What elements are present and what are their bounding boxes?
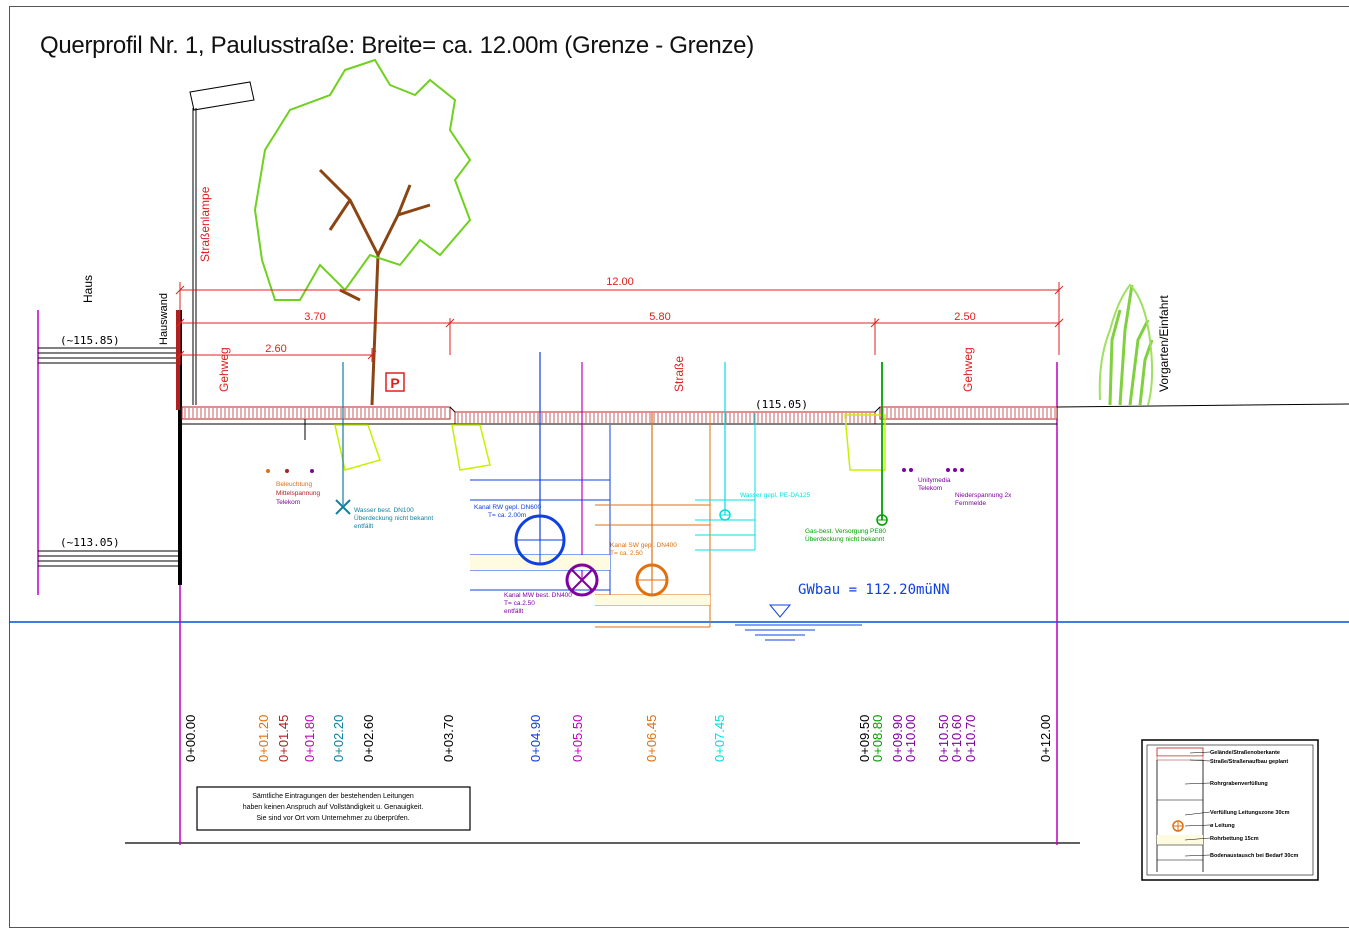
parking-sign-label: P xyxy=(390,375,399,391)
label-mw-1: Kanal MW best. DN400 xyxy=(504,592,572,599)
legend-item-3: Verfüllung Leitungszone 30cm xyxy=(1210,810,1290,816)
label-water-planned: Wasser gepl. PE-DA125 xyxy=(740,492,811,499)
station-label: 0+04.90 xyxy=(528,715,543,762)
station-label: 0+12.00 xyxy=(1038,715,1053,762)
pipe-sw-icon xyxy=(635,563,669,597)
label-water-2: Überdeckung nicht bekannt xyxy=(354,514,433,522)
dim-left-sidewalk: 3.70 xyxy=(304,311,325,323)
dim-road: 5.80 xyxy=(649,311,670,323)
label-telekom-left: Telekom xyxy=(276,499,300,506)
note-line-2: haben keinen Anspruch auf Vollständigkei… xyxy=(243,804,424,811)
note-box: Sämtliche Eintragungen der bestehenden L… xyxy=(196,786,471,831)
label-strasse: Straße xyxy=(672,356,686,392)
label-gehweg-left: Gehweg xyxy=(217,347,231,392)
station-label: 0+07.45 xyxy=(712,715,727,762)
station-label: 0+10.70 xyxy=(963,715,978,762)
house-wall xyxy=(178,310,182,585)
station-label: 0+06.45 xyxy=(644,715,659,762)
label-telekom-right: Telekom xyxy=(918,485,942,492)
label-sw-1: Kanal SW gepl. DN400 xyxy=(610,542,677,549)
legend-item-0: Gelände/Straßenoberkante xyxy=(1210,750,1280,756)
tree-icon xyxy=(253,58,472,406)
elevation-road: (115.05) xyxy=(755,398,808,411)
station-label: 0+08.80 xyxy=(870,715,885,762)
drawing-frame xyxy=(9,6,1349,928)
bush-icon xyxy=(1098,283,1154,406)
pipe-mw-icon xyxy=(565,563,599,597)
label-sw-2: T= ca. 2.50 xyxy=(610,550,643,557)
house-wall-facade xyxy=(176,310,180,410)
station-label: 0+09.50 xyxy=(857,715,872,762)
label-unitymedia: Unitymedia xyxy=(918,477,951,484)
legend-item-4: ø Leitung xyxy=(1210,823,1235,829)
drawing-title: Querprofil Nr. 1, Paulusstraße: Breite= … xyxy=(40,32,754,59)
label-rw-2: T= ca. 2.00m xyxy=(488,512,526,519)
dimension-lines xyxy=(175,282,1064,365)
pipe-water-existing-icon xyxy=(335,499,351,515)
station-label: 0+01.45 xyxy=(276,715,291,762)
note-line-1: Sämtliche Eintragungen der bestehenden L… xyxy=(252,793,414,800)
parking-sign-icon xyxy=(385,372,405,392)
label-niederspannung: Niederspannung 2x xyxy=(955,492,1012,499)
road-hatching xyxy=(184,408,1056,423)
pipe-gas-icon xyxy=(876,514,888,526)
label-mittelspannung: Mittelspannung xyxy=(276,490,320,497)
label-strassenlampe: Straßenlampe xyxy=(198,186,212,262)
legend-item-2: Rohrgrabenverfüllung xyxy=(1210,781,1268,787)
station-label: 0+02.20 xyxy=(331,715,346,762)
legend-item-1: Straße/Straßenaufbau geplant xyxy=(1210,759,1288,765)
label-haus: Haus xyxy=(81,275,95,303)
cable-dots-right xyxy=(902,468,964,472)
pipe-rw-icon xyxy=(514,514,566,566)
dim-total: 12.00 xyxy=(606,276,634,288)
pipe-water-planned-icon xyxy=(719,509,731,521)
legend-box: Gelände/Straßenoberkante Straße/Straßena… xyxy=(1141,739,1319,881)
utility-vertical-lines xyxy=(342,352,883,580)
house-floor-upper xyxy=(38,347,180,364)
station-label: 0+01.80 xyxy=(302,715,317,762)
house-floor-lower xyxy=(38,550,180,567)
groundwater-label: GWbau = 112.20müNN xyxy=(798,582,950,598)
legend-item-6: Bodenaustausch bei Bedarf 30cm xyxy=(1210,853,1298,859)
label-gehweg-right: Gehweg xyxy=(961,347,975,392)
dim-tree-offset: 2.60 xyxy=(265,343,286,355)
station-label: 0+10.60 xyxy=(949,715,964,762)
elevation-top: (~115.85) xyxy=(60,334,120,347)
label-water-3: entfällt xyxy=(354,523,373,530)
utility-labels: Beleuchtung Mittelspannung Telekom Wasse… xyxy=(276,477,1012,615)
label-beleuchtung: Beleuchtung xyxy=(276,481,313,488)
groundwater-symbol-icon xyxy=(735,604,862,641)
cable-dots-left xyxy=(266,469,314,473)
station-label: 0+10.00 xyxy=(903,715,918,762)
legend-item-5: Rohrbettung 15cm xyxy=(1210,836,1259,842)
label-mw-2: T= ca.2.50 xyxy=(504,600,535,607)
utility-trenches xyxy=(334,414,886,471)
station-label: 0+10.50 xyxy=(936,715,951,762)
station-label: 0+01.20 xyxy=(256,715,271,762)
station-label: 0+05.50 xyxy=(570,715,585,762)
station-labels: 0+00.00 0+01.20 0+01.45 0+01.80 0+02.20 0+02.… xyxy=(183,715,1053,762)
label-vorgarten: Vorgarten/Einfahrt xyxy=(1157,295,1171,392)
label-hauswand: Hauswand xyxy=(158,293,170,345)
station-label: 0+03.70 xyxy=(441,715,456,762)
label-rw-1: Kanal RW gepl. DN600 xyxy=(474,504,541,511)
label-water-1: Wasser best. DN100 xyxy=(354,507,414,514)
label-gas-2: Überdeckung nicht bekannt xyxy=(805,535,884,543)
elevation-bottom: (~113.05) xyxy=(60,536,120,549)
dim-right-sidewalk: 2.50 xyxy=(954,311,975,323)
station-label: 0+02.60 xyxy=(361,715,376,762)
station-label: 0+00.00 xyxy=(183,715,198,762)
note-line-3: Sie sind vor Ort vom Unternehmer zu über… xyxy=(256,815,409,822)
label-gas-1: Gas-best. Versorgung PE80 xyxy=(805,528,886,535)
label-fernmelde: Fernmelde xyxy=(955,500,986,507)
label-mw-3: entfällt xyxy=(504,608,523,615)
station-label: 0+09.90 xyxy=(890,715,905,762)
